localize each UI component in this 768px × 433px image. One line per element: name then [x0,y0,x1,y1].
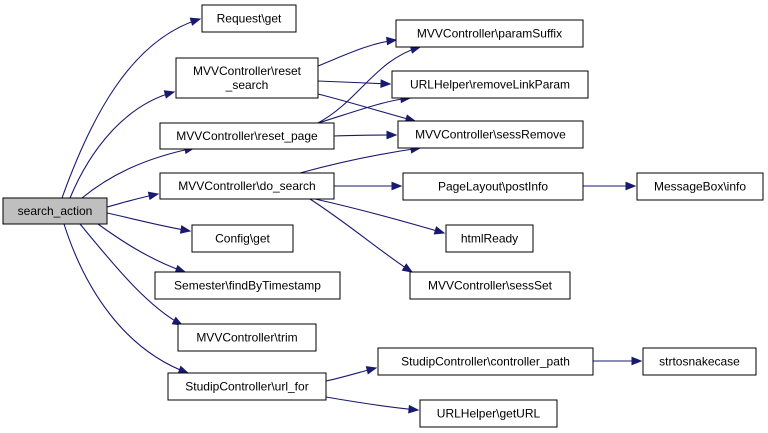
node-label: MVVController\sessSet [428,279,553,293]
node-label: MVVController\do_search [178,179,315,193]
node-post-info[interactable]: PageLayout\postInfo [402,172,584,201]
node-label: Config\get [215,232,270,246]
node-label: Semester\findByTimestamp [174,279,321,293]
node-label: URLHelper\getURL [437,407,541,421]
node-url-for[interactable]: StudipController\url_for [167,372,327,401]
arrowhead [386,130,398,140]
edge-url_for-to-get_url [325,396,420,414]
call-graph-nodes: search_action Request\getMVVController\re… [2,4,764,428]
node-label: Request\get [217,12,282,26]
node-request-get[interactable]: Request\get [201,4,297,33]
node-reset-page[interactable]: MVVController\reset_page [159,122,335,150]
node-label: _search [225,78,269,92]
edge-search_action-to-do_search [106,191,160,208]
arrowhead [163,90,176,99]
node-label: MVVController\trim [196,331,297,345]
arrowhead [147,191,160,201]
edge-search_action-to-config_get [106,212,192,234]
edge-reset_search-to-param_suffix [317,36,398,67]
arrowhead [179,225,192,234]
node-label: MVVController\reset_page [176,129,318,143]
arrowhead [401,263,414,273]
node-remove-link-param[interactable]: URLHelper\removeLinkParam [391,70,589,99]
node-label: StudipController\controller_path [401,355,570,369]
node-label: URLHelper\removeLinkParam [410,78,570,92]
node-get-url[interactable]: URLHelper\getURL [419,399,558,428]
node-search-action[interactable]: search_action [2,197,108,225]
arrowhead [433,226,446,235]
node-html-ready[interactable]: htmlReady [445,224,534,253]
node-config-get[interactable]: Config\get [191,224,294,253]
arrowhead [391,181,403,191]
node-label: strtosnakecase [659,355,740,369]
node-find-by-timestamp[interactable]: Semester\findByTimestamp [154,271,341,300]
node-do-search[interactable]: MVVController\do_search [159,172,335,200]
edge-reset_search-to-remove_link_param [317,79,392,88]
node-trim[interactable]: MVVController\trim [177,323,317,352]
arrowhead [365,366,378,375]
arrowhead [408,404,420,414]
node-label: MessageBox\info [654,180,746,194]
node-label: MVVController\paramSuffix [417,27,562,41]
node-strtosnakecase[interactable]: strtosnakecase [642,347,757,376]
arrowhead [171,316,184,326]
edge-search_action-to-find_by_timestamp [97,223,187,274]
node-label: htmlReady [461,232,518,246]
edge-do_search-to-post_info [334,181,403,191]
node-messagebox-info[interactable]: MessageBox\info [636,172,764,201]
node-label: StudipController\url_for [185,380,308,394]
edge-reset_page-to-remove_link_param [317,94,412,124]
arrowhead [386,36,398,46]
edge-search_action-to-reset_search [69,90,176,199]
node-label: MVVController\sessRemove [415,128,566,142]
arrowhead [174,264,187,274]
edge-reset_page-to-sess_remove [333,130,398,140]
node-label: search_action [18,204,93,218]
arrowhead [177,365,190,374]
edge-do_search-to-html_ready [314,198,446,235]
node-label: PageLayout\postInfo [438,180,548,194]
arrowhead [625,181,637,191]
edge-do_search-to-sess_remove [299,145,422,174]
edge-url_for-to-controller_path [325,366,378,382]
arrowhead [380,79,392,88]
edge-do_search-to-sess_set [309,198,414,273]
edge-search_action-to-request_get [61,17,202,199]
edge-controller_path-to-strtosnakecase [593,356,643,366]
node-param-suffix[interactable]: MVVController\paramSuffix [395,19,584,48]
edge-post_info-to-messagebox_info [583,181,637,191]
edge-search_action-to-trim [79,223,184,326]
node-reset-search[interactable]: MVVController\reset_search [175,57,319,99]
arrowhead [631,356,643,366]
node-sess-set[interactable]: MVVController\sessSet [409,271,571,300]
arrowhead [189,17,202,26]
node-label: MVVController\reset [193,64,302,78]
node-sess-remove[interactable]: MVVController\sessRemove [397,120,584,149]
node-controller-path[interactable]: StudipController\controller_path [377,347,594,376]
